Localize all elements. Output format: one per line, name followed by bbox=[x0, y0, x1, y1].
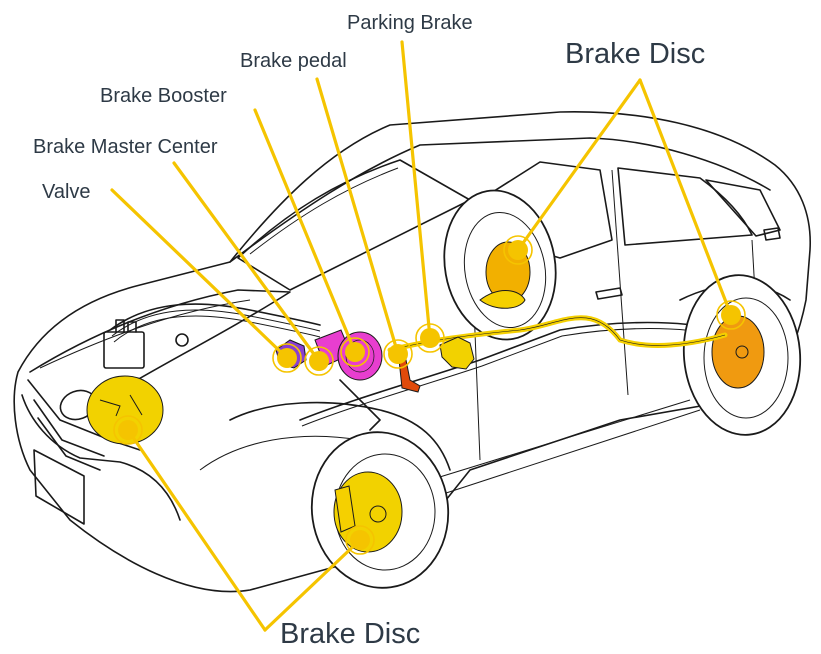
callout-dot-valve bbox=[277, 348, 297, 368]
label-brake-disc-front: Brake Disc bbox=[280, 618, 421, 650]
callout-dot-brake-disc-rear-right bbox=[721, 305, 741, 325]
callout-dot-brake-disc-front-right bbox=[350, 530, 370, 550]
callout-line-brake-disc-rear-left bbox=[516, 78, 642, 252]
callout-dot-brake-pedal bbox=[388, 344, 408, 364]
callout-line-valve bbox=[110, 188, 289, 360]
car-body bbox=[13, 111, 811, 593]
callout-dot-brake-disc-rear-left bbox=[508, 240, 528, 260]
label-brake-booster: Brake Booster bbox=[100, 85, 227, 107]
callout-line-brake-disc-front-right bbox=[263, 538, 362, 632]
callout-ring-brake-pedal bbox=[383, 339, 413, 369]
callout-ring-brake-disc-front-right bbox=[345, 525, 375, 555]
callout-ring-brake-disc-front-left bbox=[113, 415, 143, 445]
callout-ring-brake-master-center bbox=[304, 346, 334, 376]
callout-line-brake-pedal bbox=[315, 77, 400, 356]
label-brake-master-center: Brake Master Center bbox=[33, 136, 218, 158]
callout-ring-valve bbox=[272, 343, 302, 373]
callout-dot-parking-brake bbox=[420, 328, 440, 348]
rear-right-wheel bbox=[682, 274, 802, 436]
callout-line-parking-brake bbox=[400, 40, 432, 340]
label-parking-brake: Parking Brake bbox=[347, 12, 473, 34]
callouts bbox=[110, 40, 746, 632]
callout-line-brake-disc-front-left bbox=[126, 428, 267, 632]
callout-ring-brake-disc-rear-right bbox=[716, 300, 746, 330]
parking-brake-assembly bbox=[439, 336, 475, 370]
callout-line-brake-disc-rear-right bbox=[638, 78, 733, 317]
front-right-wheel bbox=[310, 431, 450, 589]
callout-ring-parking-brake bbox=[415, 323, 445, 353]
callout-dot-brake-disc-front-left bbox=[118, 420, 138, 440]
brake-line-rear bbox=[387, 315, 728, 353]
label-valve: Valve bbox=[42, 181, 91, 203]
callout-ring-brake-booster bbox=[340, 337, 370, 367]
callout-dot-brake-master-center bbox=[309, 351, 329, 371]
label-brake-disc-rear: Brake Disc bbox=[565, 38, 706, 70]
callout-line-brake-master-center bbox=[172, 161, 321, 363]
callout-line-brake-booster bbox=[253, 108, 357, 354]
callout-ring-brake-disc-rear-left bbox=[503, 235, 533, 265]
label-brake-pedal: Brake pedal bbox=[240, 50, 347, 72]
callout-dot-brake-booster bbox=[345, 342, 365, 362]
